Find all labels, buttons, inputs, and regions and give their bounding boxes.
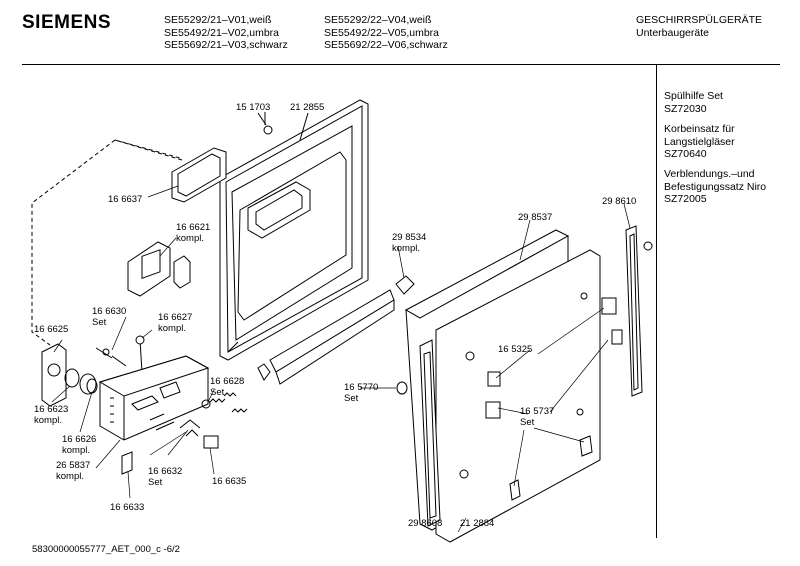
models-left: SE55292/21–V01,weiß SE55492/21–V02,umbra… — [164, 14, 288, 52]
part-label-212855: 21 2855 — [290, 102, 325, 113]
part-label-165325: 16 5325 — [498, 344, 533, 355]
rear-mounting-panel — [435, 249, 623, 543]
category-block: GESCHIRRSPÜLGERÄTE Unterbaugeräte — [636, 14, 762, 39]
model-line: SE55292/22–V04,weiß — [324, 14, 432, 26]
trim-clip — [396, 381, 408, 395]
models-right: SE55292/22–V04,weiß SE55492/22–V05,umbra… — [324, 14, 448, 52]
part-label-298610: 29 8610 — [602, 196, 637, 207]
accessory-basket-insert: Korbeinsatz für Langstielgläser SZ70640 — [664, 123, 735, 160]
model-line: SE55692/21–V03,schwarz — [164, 39, 288, 51]
accessory-panel-kit: Verblendungs.–und Befestigungssatz Niro … — [664, 168, 767, 205]
part-label-298608: 29 8608 — [408, 518, 443, 529]
left-side-trim — [419, 339, 441, 527]
control-module — [98, 355, 210, 441]
accessory-rinse-set: Spülhilfe Set SZ72030 — [664, 90, 723, 115]
part-label-298537: 29 8537 — [518, 212, 553, 223]
part-label-166637: 16 6637 — [108, 194, 143, 205]
sidebar-divider — [656, 64, 657, 538]
brand-logo: SIEMENS — [22, 12, 112, 33]
part-label-166628: 16 6628 Set — [210, 376, 245, 398]
part-label-166635: 16 6635 — [212, 476, 247, 487]
part-label-166627: 16 6627 kompl. — [158, 312, 193, 334]
spring-parts — [121, 392, 248, 475]
part-label-151703: 15 1703 — [236, 102, 271, 113]
display-housing — [127, 241, 191, 297]
header-divider — [22, 64, 780, 65]
category-title: GESCHIRRSPÜLGERÄTE — [636, 14, 763, 26]
part-label-166632: 16 6632 Set — [148, 466, 183, 488]
model-line: SE55492/21–V02,umbra — [164, 26, 280, 39]
part-label-166626: 16 6626 kompl. — [62, 434, 97, 456]
part-label-166630: 16 6630 Set — [92, 306, 127, 328]
assembly-dashed-guide — [31, 139, 183, 346]
inner-door-panel — [219, 99, 369, 361]
seal-frame — [171, 147, 227, 203]
part-label-212884: 21 2884 — [460, 518, 495, 529]
part-label-298534: 29 8534 kompl. — [392, 232, 427, 254]
part-label-165770: 16 5770 Set — [344, 382, 379, 404]
model-line: SE55292/21–V01,weiß — [164, 14, 272, 26]
leader-lines — [51, 185, 631, 533]
document-footer-code: 58300000055777_AET_000_c -6/2 — [32, 544, 180, 555]
part-label-265837: 26 5837 kompl. — [56, 460, 91, 482]
part-label-166621: 16 6621 kompl. — [176, 222, 211, 244]
part-label-166625: 16 6625 — [34, 324, 69, 335]
part-label-166633: 16 6633 — [110, 502, 145, 513]
model-line: SE55492/22–V05,umbra — [324, 26, 440, 39]
part-label-165737: 16 5737 Set — [520, 406, 555, 428]
part-label-166623: 16 6623 kompl. — [34, 404, 69, 426]
right-side-trim — [625, 225, 653, 397]
category-subtitle: Unterbaugeräte — [636, 26, 709, 39]
door-latch-parts — [41, 335, 145, 407]
hinge-rail — [257, 275, 415, 385]
model-line: SE55692/22–V06,schwarz — [324, 39, 448, 51]
